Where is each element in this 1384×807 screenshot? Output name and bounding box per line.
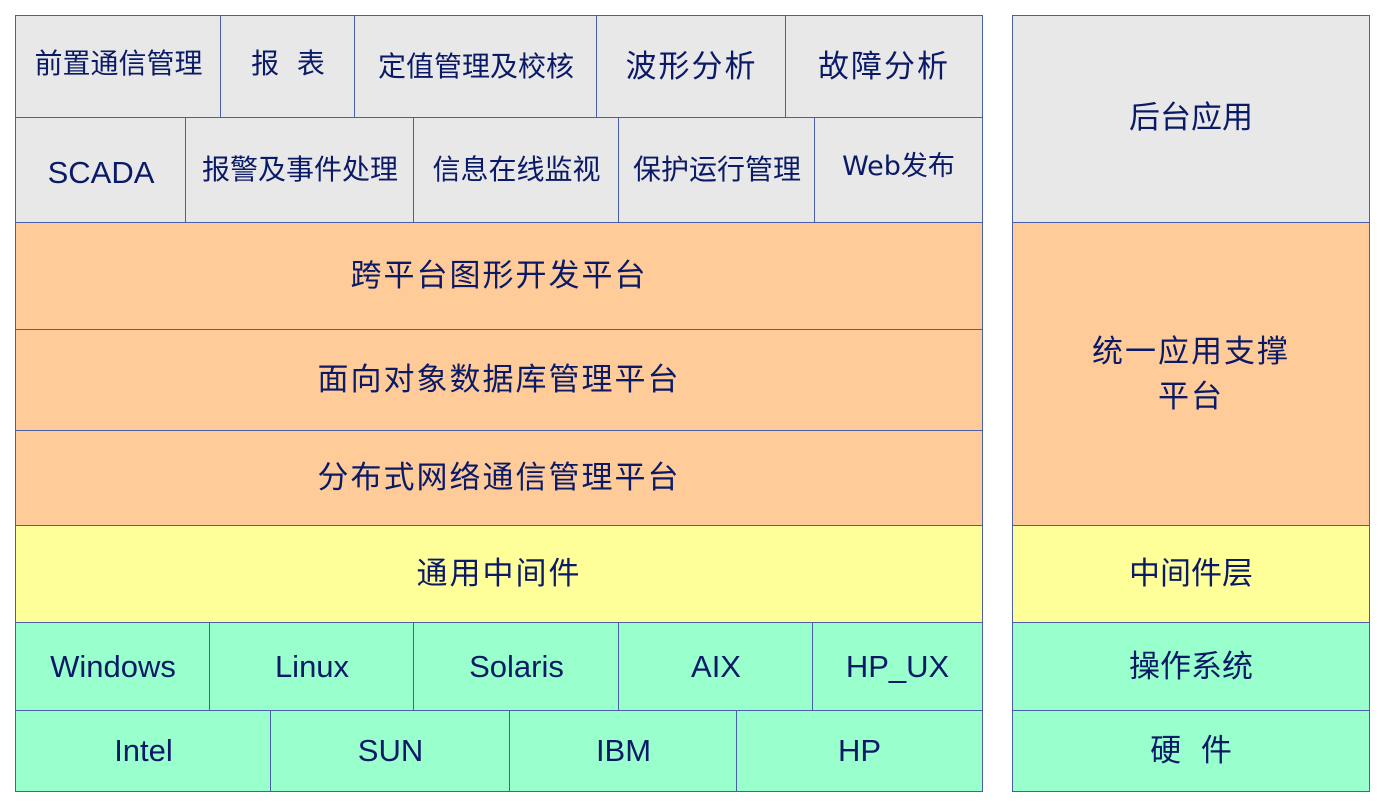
os-windows: Windows (15, 622, 211, 712)
side-backend-label: 后台应用 (1129, 100, 1253, 136)
side-support-platform: 统一应用支撑 平台 (1012, 222, 1370, 527)
platform-database: 面向对象数据库管理平台 (15, 329, 983, 432)
hw-hp: HP (736, 710, 983, 792)
app-setting-mgmt: 定值管理及校核 (354, 15, 598, 119)
os-aix-label: AIX (691, 648, 741, 684)
hw-ibm: IBM (509, 710, 738, 792)
app-waveform-label: 波形分析 (625, 48, 758, 85)
hw-intel-label: Intel (114, 732, 173, 768)
app-alarm-label: 报警及事件处理 (201, 153, 398, 187)
os-windows-label: Windows (50, 648, 176, 684)
os-hpux: HP_UX (812, 622, 983, 712)
middleware-layer: 通用中间件 (15, 525, 983, 624)
app-protection-mgmt-label: 保护运行管理 (632, 153, 801, 187)
side-os: 操作系统 (1012, 622, 1370, 712)
side-support-label: 统一应用支撑 平台 (1092, 333, 1290, 415)
app-online-monitor-label: 信息在线监视 (432, 153, 601, 187)
hw-sun-label: SUN (357, 732, 424, 768)
hw-hp-label: HP (837, 732, 882, 768)
side-middleware-label: 中间件层 (1129, 556, 1253, 593)
os-solaris-label: Solaris (469, 648, 564, 684)
side-middleware: 中间件层 (1012, 525, 1370, 624)
app-fault-label: 故障分析 (818, 48, 950, 85)
platform-graphics-label: 跨平台图形开发平台 (350, 258, 648, 295)
os-solaris: Solaris (413, 622, 620, 712)
app-report: 报 表 (220, 15, 356, 119)
app-scada-label: SCADA (47, 155, 155, 191)
app-waveform: 波形分析 (596, 15, 787, 119)
middleware-label: 通用中间件 (416, 556, 582, 593)
side-os-label: 操作系统 (1129, 648, 1253, 685)
platform-database-label: 面向对象数据库管理平台 (317, 362, 681, 399)
app-web-publish-label: Web发布 (842, 150, 955, 182)
hw-sun: SUN (270, 710, 511, 792)
side-hardware: 硬 件 (1012, 710, 1370, 792)
os-hpux-label: HP_UX (845, 648, 950, 684)
app-online-monitor: 信息在线监视 (413, 117, 620, 224)
os-linux-label: Linux (274, 648, 350, 684)
app-protection-mgmt: 保护运行管理 (618, 117, 816, 224)
app-alarm: 报警及事件处理 (185, 117, 415, 224)
hw-ibm-label: IBM (595, 732, 652, 768)
os-linux: Linux (209, 622, 415, 712)
side-backend-apps: 后台应用 (1012, 15, 1370, 224)
app-fault: 故障分析 (785, 15, 983, 119)
hw-intel: Intel (15, 710, 272, 792)
os-aix: AIX (618, 622, 814, 712)
app-report-label: 报 表 (251, 47, 325, 80)
platform-graphics: 跨平台图形开发平台 (15, 222, 983, 331)
app-web-publish: Web发布 (814, 117, 983, 224)
platform-network-label: 分布式网络通信管理平台 (317, 460, 681, 497)
app-scada: SCADA (15, 117, 187, 224)
app-frontend-comm-label: 前置通信管理 (34, 47, 203, 80)
app-frontend-comm: 前置通信管理 (15, 15, 222, 119)
side-hardware-label: 硬 件 (1150, 732, 1232, 769)
platform-network: 分布式网络通信管理平台 (15, 430, 983, 527)
app-setting-mgmt-label: 定值管理及校核 (377, 49, 574, 83)
